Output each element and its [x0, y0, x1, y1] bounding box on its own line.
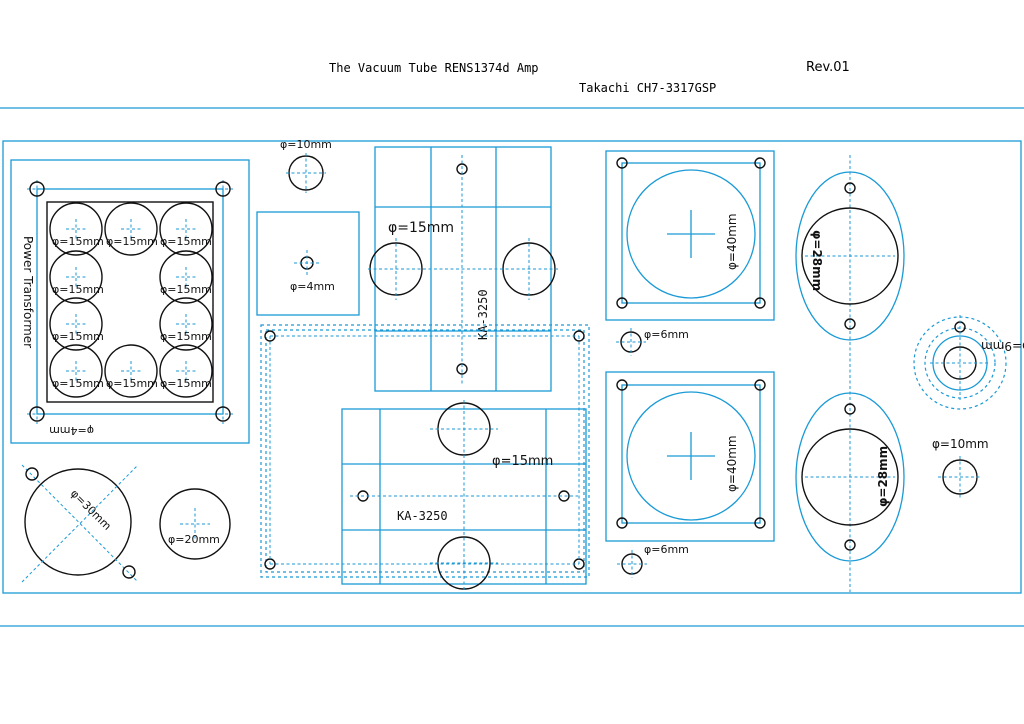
- hole-size-label: φ=15mm: [52, 283, 104, 296]
- hole-10mm: [286, 153, 326, 193]
- chassis-top-outline: [2, 140, 1022, 594]
- module-label-lower: KA-3250: [397, 509, 448, 523]
- hole-size-label: φ=28mm: [876, 446, 890, 507]
- hole-10mm: [938, 456, 982, 498]
- hole-size-label: φ=20mm: [168, 533, 220, 546]
- jack-hole-9mm: [913, 315, 1007, 410]
- mount-hole: [215, 406, 231, 422]
- hole-size-label: φ=15mm: [160, 283, 212, 296]
- hole-size-label: φ=15mm: [106, 377, 158, 390]
- hole-size-label: φ=40mm: [725, 213, 739, 270]
- hole-size-label: φ=6mm: [644, 543, 689, 556]
- meter-block-lower: [605, 371, 775, 542]
- mount-hole: [215, 181, 231, 197]
- hole-size-label: φ=15mm: [52, 377, 104, 390]
- mount-hole: [29, 181, 45, 197]
- hole-size-label: φ=15mm: [52, 235, 104, 248]
- ka3250-lower-block: [341, 400, 587, 590]
- hole-size-label: φ=40mm: [725, 435, 739, 492]
- hole-size-label: φ=15mm: [160, 330, 212, 343]
- hole-size-label: φ=15mm: [106, 235, 158, 248]
- hole-size-label: φ=10mm: [280, 138, 332, 151]
- tube-socket-lower: [795, 392, 905, 562]
- hole-size-label: φ=15mm: [160, 235, 212, 248]
- hole-6mm: [617, 550, 647, 578]
- grommet-hole-grid: [49, 202, 213, 398]
- hole-size-label: φ=15mm: [160, 377, 212, 390]
- tube-socket-upper: [795, 171, 905, 341]
- module-label-upper: KA-3250: [476, 289, 490, 340]
- hole-size-label: φ=6mm: [644, 328, 689, 341]
- power-transformer-label: Power Transformer: [21, 236, 35, 348]
- hole-size-label: φ=28mm: [810, 230, 824, 291]
- small-board-block: [256, 211, 360, 316]
- hole-size-label: φ=15mm: [492, 454, 553, 469]
- drawing-title: The Vacuum Tube RENS1374d Amp: [329, 61, 539, 75]
- hole-size-label: φ=15mm: [52, 330, 104, 343]
- hole-size-label: φ=15mm: [388, 220, 454, 236]
- hole-size-label: φ=9mm: [981, 339, 1024, 353]
- hole-size-label: φ=4mm: [49, 424, 94, 437]
- hole-size-label: φ=4mm: [290, 280, 335, 293]
- hole-30mm: [21, 464, 139, 583]
- revision-label: Rev.01: [806, 60, 850, 75]
- hole-6mm: [616, 328, 646, 356]
- hole-size-label: φ=30mm: [68, 487, 114, 533]
- ka3250-upper-block: [368, 146, 558, 392]
- power-transformer-block: φ=15mm φ=15mm φ=15mm φ=15mm φ=15mm φ=15m…: [10, 159, 250, 444]
- hole-size-label: φ=10mm: [932, 437, 989, 451]
- chassis-model: Takachi CH7-3317GSP: [579, 81, 717, 95]
- hole-20mm: [159, 488, 231, 560]
- mount-hole: [29, 406, 45, 422]
- board-outline-dashed: [260, 324, 590, 578]
- meter-block-upper: [605, 150, 775, 321]
